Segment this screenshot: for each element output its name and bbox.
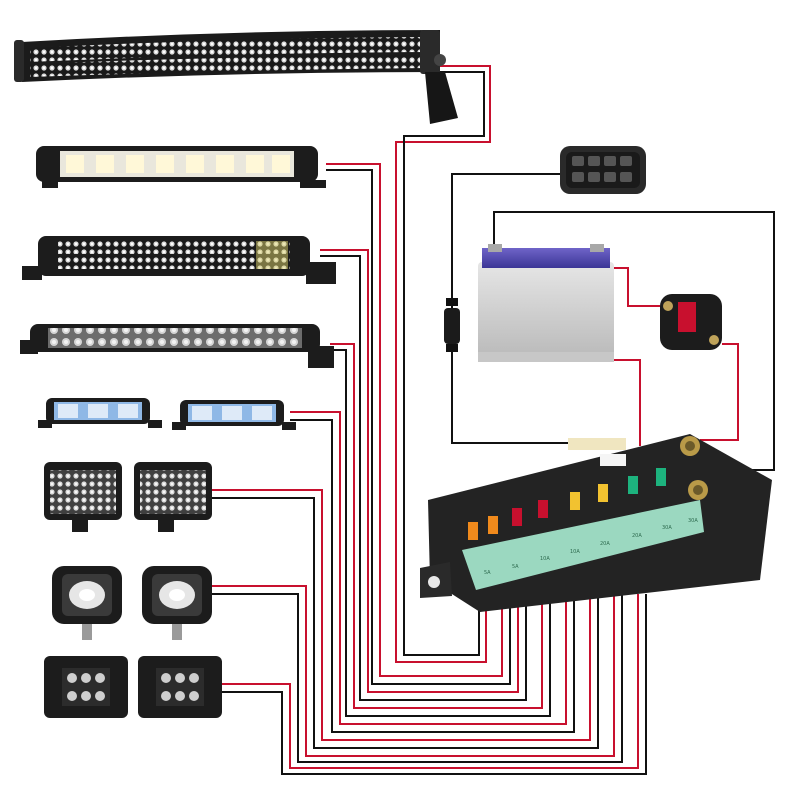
wire-positive [320,249,519,693]
wire-ground [320,255,527,701]
wire-positive [395,65,491,663]
wire-positive [212,585,615,757]
battery [478,244,614,362]
fuse-label: 30A [688,518,698,524]
wire-positive [330,343,543,709]
wire-positive [612,359,641,446]
flush-mount-pods [44,656,222,718]
fuse-label: 10A [570,549,580,555]
fuse-label: 30A [662,525,672,531]
fuse-label: 20A [600,541,610,547]
wire-ground [326,169,511,685]
curved-light-bar [14,30,458,124]
cube-pods [44,462,212,532]
wire-ground [212,497,599,749]
wires [212,65,775,775]
wire-positive [612,267,660,307]
wire-positive [212,489,591,741]
light-bar-2 [36,146,326,188]
fuse-label: 20A [632,533,642,539]
wire-ground [212,593,623,763]
fuse-label: 5A [484,570,491,576]
circuit-breaker [660,294,722,350]
pod-lights [52,566,212,640]
light-bar-3 [22,236,336,284]
wire-positive [218,594,639,769]
fuse-label: 5A [512,564,519,570]
wire-positive [290,411,567,725]
wire-positive [326,163,503,677]
light-bar-4 [20,324,334,368]
wire-positive [700,343,739,441]
switch-panel [560,146,646,194]
short-light-bars [38,398,296,430]
inline-connector [444,298,460,352]
fuse-relay-box: 5A 5A 10A 10A 20A 20A 30A 30A [420,434,772,612]
wire-ground [218,594,647,775]
wire-ground [403,71,485,656]
wire-ground [330,349,551,717]
wire-ground [290,419,575,733]
fuse-label: 10A [540,556,550,562]
